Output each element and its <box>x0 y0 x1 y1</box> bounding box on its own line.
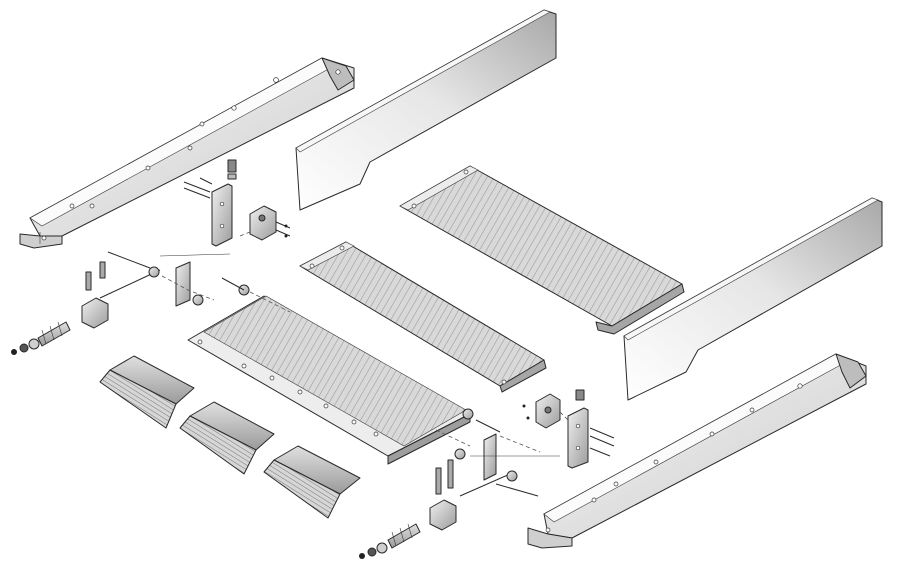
assembly-guide-lines <box>39 231 569 457</box>
comb-plate-3 <box>263 445 361 519</box>
upper-tension-assembly <box>11 251 250 355</box>
front-pallet-plate <box>187 295 471 465</box>
lower-mounting-bracket <box>522 389 615 469</box>
top-pallet-plate <box>399 165 685 335</box>
lower-skirt-panel <box>623 197 883 401</box>
left-side-rail <box>19 57 355 249</box>
comb-plate-1 <box>99 355 195 429</box>
middle-pallet-plate <box>299 241 547 393</box>
right-side-rail <box>527 353 867 549</box>
lower-tension-assembly <box>359 408 539 559</box>
comb-plate-2 <box>179 401 275 475</box>
upper-skirt-panel <box>295 9 557 211</box>
upper-mounting-bracket <box>183 159 291 247</box>
